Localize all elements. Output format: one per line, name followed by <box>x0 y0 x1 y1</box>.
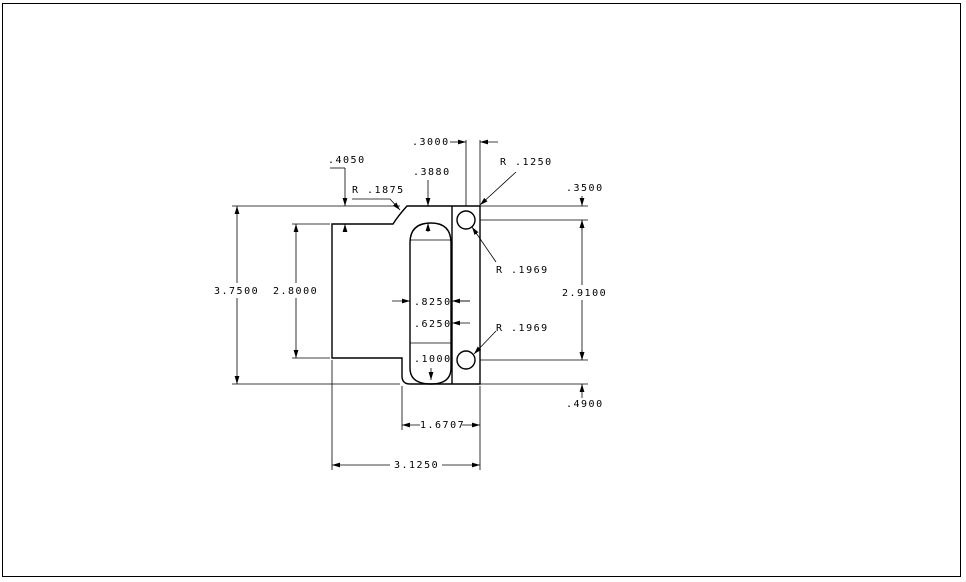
dim-hole-radius-small: R .1250 <box>500 157 553 168</box>
drawing-sheet <box>2 3 961 577</box>
dim-hole-radius-lower: R .1969 <box>496 323 549 334</box>
hole-upper <box>456 210 476 230</box>
dim-slot-dist-b: .6250 <box>414 319 452 330</box>
dim-hole-radius-upper: R .1969 <box>496 265 549 276</box>
dimension-labels: 3.7500 2.8000 .4050 R .1875 .3880 .3000 … <box>214 137 607 471</box>
dimension-lines <box>232 139 588 470</box>
dim-hole-spacing-x: .3000 <box>412 137 450 148</box>
dim-height-overall: 3.7500 <box>214 286 259 297</box>
dim-slot-offset: 1.6707 <box>420 420 465 431</box>
dim-top-step: .4050 <box>328 155 366 166</box>
hole-lower <box>456 350 476 370</box>
dim-width-overall: 3.1250 <box>394 460 439 471</box>
dim-slot-top: .3880 <box>413 167 451 178</box>
dim-slot-dist-a: .8250 <box>414 297 452 308</box>
part-outline <box>331 205 481 385</box>
dim-hole-top: .3500 <box>566 183 604 194</box>
dim-fillet-radius: R .1875 <box>352 185 405 196</box>
dim-inner-height: 2.8000 <box>273 286 318 297</box>
dim-slot-bottom: .1000 <box>414 354 452 365</box>
slot <box>409 222 452 385</box>
dim-hole-spacing-y: 2.9100 <box>562 288 607 299</box>
dim-hole-bottom: .4900 <box>566 399 604 410</box>
